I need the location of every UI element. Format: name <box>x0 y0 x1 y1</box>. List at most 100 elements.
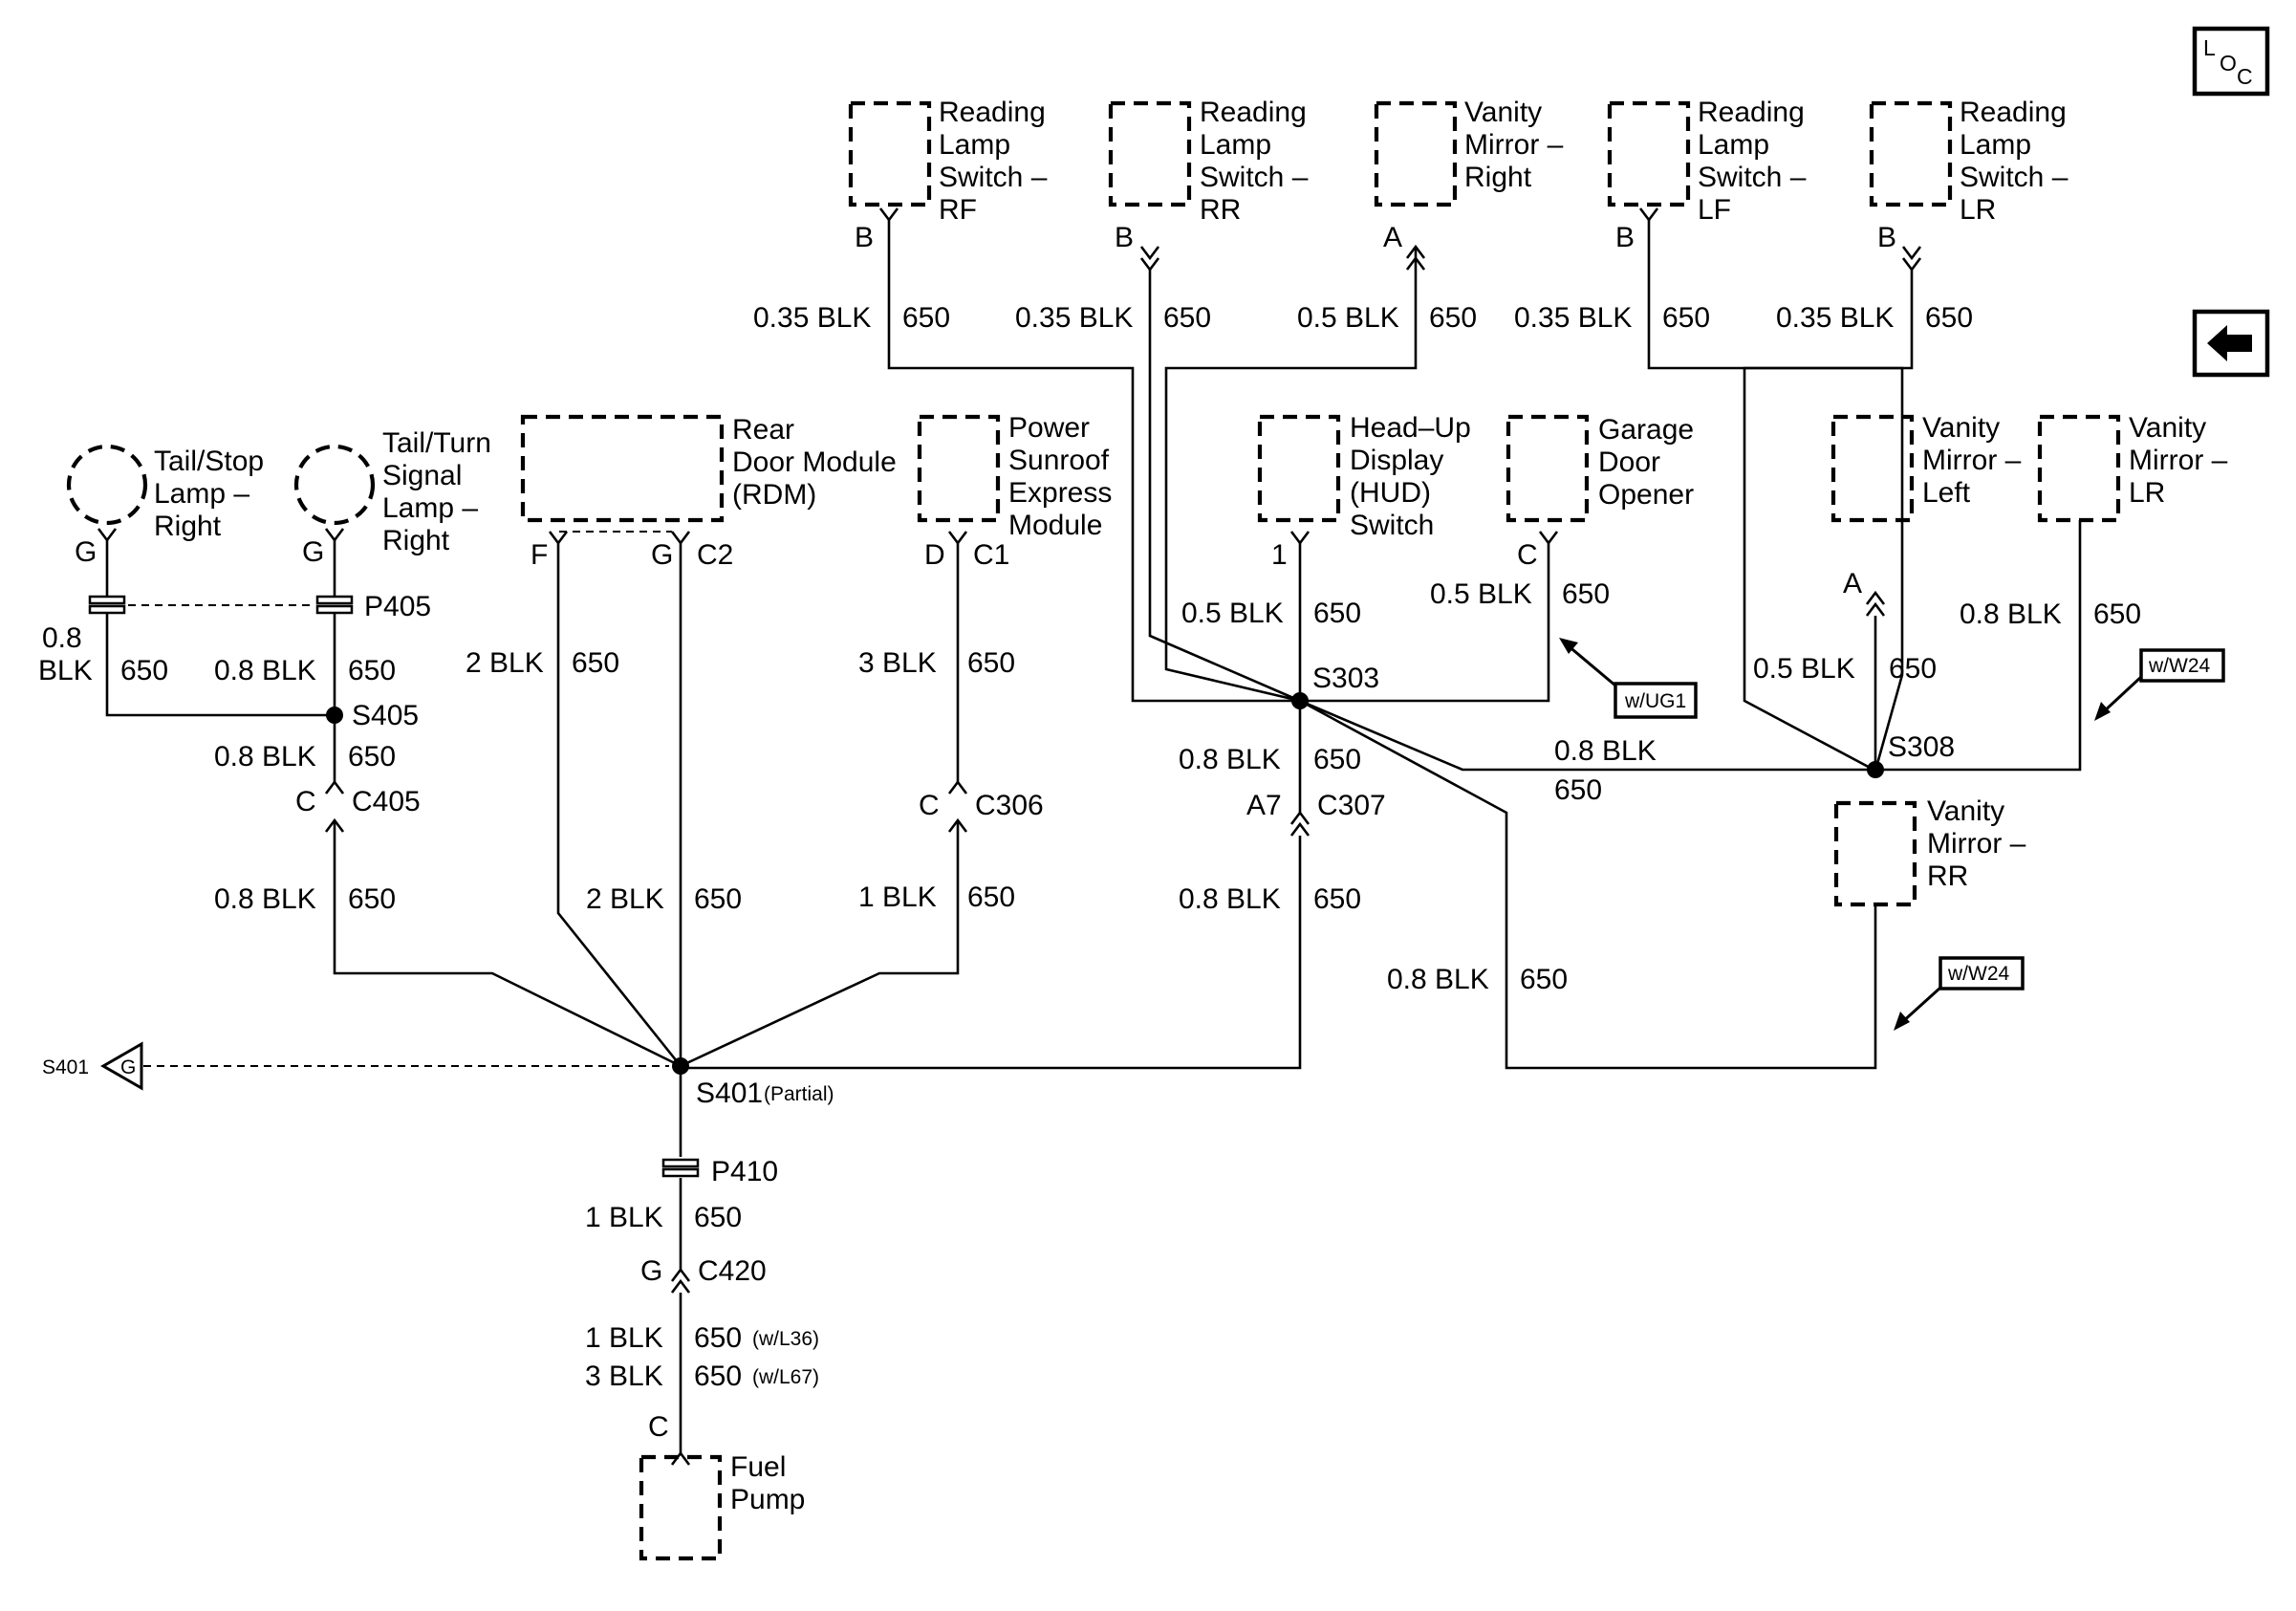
svg-text:Vanity Mirror – Le: Vanity Mirror – Left <box>1922 412 2029 509</box>
svg-text:Tail/Stop Lamp – R: Tail/Stop Lamp – Right <box>154 446 271 542</box>
svg-text:w/UG1: w/UG1 <box>1624 690 1686 712</box>
svg-text:650: 650 <box>572 647 619 679</box>
note-w24-a: w/W24 <box>2094 648 2225 721</box>
svg-text:650: 650 <box>694 883 742 915</box>
svg-text:650: 650 <box>1313 883 1361 915</box>
svg-text:650: 650 <box>1662 302 1710 334</box>
svg-text:0.8: 0.8 <box>42 622 82 654</box>
svg-text:C: C <box>919 790 940 821</box>
left-arrow-icon <box>2207 325 2252 361</box>
svg-text:Power Sunroof Expr: Power Sunroof Express Module <box>1008 412 1120 541</box>
wire-vr <box>1164 247 1418 703</box>
connector-p405: P405 <box>88 591 431 622</box>
svg-text:C: C <box>295 786 316 817</box>
svg-text:C2: C2 <box>697 539 733 571</box>
wire-garage <box>1300 543 1550 703</box>
pin-rr: B <box>1115 222 1134 253</box>
svg-text:Reading Lamp Switc: Reading Lamp Switch – LR <box>1960 97 2076 226</box>
svg-text:650: 650 <box>902 302 950 334</box>
fuel-pump: C Fuel Pump <box>639 1411 805 1561</box>
wire-labels-top: 0.35 BLK 650 0.35 BLK 650 0.5 BLK 650 0.… <box>753 302 1973 334</box>
note-ug1: w/UG1 <box>1559 638 1698 719</box>
s401-reference[interactable]: S401 G <box>42 1041 669 1091</box>
svg-text:Tail/Turn Signal L: Tail/Turn Signal Lamp – Right <box>382 427 499 556</box>
svg-text:0.8 BLK: 0.8 BLK <box>1179 744 1281 775</box>
back-button[interactable] <box>2192 309 2270 378</box>
reading-lamp-switch-lr: Reading Lamp Switch – LR B <box>1869 97 2076 272</box>
svg-text:Reading Lamp Switc: Reading Lamp Switch – RF <box>939 97 1055 226</box>
reading-lamp-switch-lf: Reading Lamp Switch – LF B <box>1607 97 1807 253</box>
pin-tail-stop: G <box>75 536 97 568</box>
svg-text:3 BLK: 3 BLK <box>585 1361 663 1392</box>
svg-text:D: D <box>924 539 945 571</box>
svg-text:C307: C307 <box>1317 790 1386 821</box>
svg-text:Vanity Mirror – LR: Vanity Mirror – LR <box>2129 412 2236 509</box>
svg-text:w/W24: w/W24 <box>1947 963 2010 985</box>
connector-c307: A7 C307 <box>1246 790 1386 837</box>
svg-text:C306: C306 <box>975 790 1044 821</box>
svg-text:650: 650 <box>348 741 396 773</box>
svg-text:650: 650 <box>1554 774 1602 806</box>
svg-text:650: 650 <box>2093 599 2141 630</box>
wire-tail-stop <box>105 540 335 717</box>
svg-text:650: 650 <box>1925 302 1973 334</box>
svg-text:Vanity Mirror – RR: Vanity Mirror – RR <box>1927 795 2034 892</box>
svg-text:650: 650 <box>967 647 1015 679</box>
connector-c405: C C405 <box>295 779 421 833</box>
svg-text:G: G <box>120 1056 136 1078</box>
wire-lr <box>1743 270 1914 773</box>
svg-text:P405: P405 <box>364 591 431 622</box>
svg-text:G: G <box>640 1255 662 1287</box>
svg-text:BLK: BLK <box>38 655 93 686</box>
svg-text:S401: S401 <box>42 1056 89 1078</box>
vanity-mirror-right: Vanity Mirror – Right A <box>1374 97 1571 271</box>
svg-text:0.35 BLK: 0.35 BLK <box>1015 302 1133 334</box>
svg-text:650: 650 <box>694 1322 742 1354</box>
svg-text:0.35 BLK: 0.35 BLK <box>753 302 871 334</box>
svg-text:650: 650 <box>967 882 1015 913</box>
svg-text:C420: C420 <box>698 1255 767 1287</box>
svg-text:650: 650 <box>1562 578 1610 610</box>
loc-c-letter: C <box>2237 64 2253 89</box>
svg-text:0.5 BLK: 0.5 BLK <box>1181 598 1284 629</box>
wire-labels-left: 0.8 BLK 650 0.8 BLK 650 0.8 BLK 650 0.8 … <box>38 622 396 915</box>
reading-lamp-switch-rf: Reading Lamp Switch – RF B <box>848 97 1055 253</box>
svg-text:P410: P410 <box>711 1156 778 1187</box>
svg-text:G: G <box>651 539 673 571</box>
svg-text:Garage Door Opener: Garage Door Opener <box>1598 414 1701 511</box>
splice-s405 <box>326 707 343 724</box>
svg-text:S303: S303 <box>1312 663 1379 694</box>
svg-text:1 BLK: 1 BLK <box>585 1322 663 1354</box>
svg-text:Reading Lamp Switc: Reading Lamp Switch – RR <box>1200 97 1316 226</box>
loc-o-letter: O <box>2220 51 2237 76</box>
svg-text:0.8 BLK: 0.8 BLK <box>214 655 316 686</box>
vanity-mirror-lr: Vanity Mirror – LR <box>2037 412 2236 523</box>
svg-text:C405: C405 <box>352 786 421 817</box>
rear-door-module: Rear Door Module (RDM) F G C2 <box>520 414 904 571</box>
svg-text:Rear Door Module (: Rear Door Module (RDM) <box>732 414 904 511</box>
svg-text:C: C <box>1517 539 1538 571</box>
svg-text:1 BLK: 1 BLK <box>858 882 937 913</box>
connector-c420: G C420 <box>640 1255 767 1294</box>
garage-door-opener: Garage Door Opener C <box>1505 414 1701 571</box>
pin-tail-turn: G <box>302 536 324 568</box>
svg-text:0.8 BLK: 0.8 BLK <box>214 741 316 773</box>
svg-text:Head–Up Display (H: Head–Up Display (HUD) Switch <box>1350 412 1479 541</box>
svg-text:2 BLK: 2 BLK <box>586 883 664 915</box>
svg-text:650: 650 <box>1313 598 1361 629</box>
note-w24-b: w/W24 <box>1894 956 2025 1031</box>
pin-lf: B <box>1615 222 1635 253</box>
vanity-mirror-rr: Vanity Mirror – RR <box>1833 795 2034 907</box>
svg-text:0.5 BLK: 0.5 BLK <box>1430 578 1532 610</box>
svg-text:2 BLK: 2 BLK <box>466 647 544 679</box>
reading-lamp-switch-rr: Reading Lamp Switch – RR B <box>1108 97 1316 272</box>
svg-text:0.8 BLK: 0.8 BLK <box>1960 599 2062 630</box>
svg-text:C1: C1 <box>973 539 1009 571</box>
svg-text:650: 650 <box>1313 744 1361 775</box>
locator-button[interactable]: L O C <box>2192 26 2270 97</box>
tail-stop-lamp-right: Tail/Stop Lamp – Right G <box>66 444 271 568</box>
svg-text:(Partial): (Partial) <box>764 1083 834 1105</box>
head-up-display-switch: Head–Up Display (HUD) Switch 1 <box>1257 412 1479 571</box>
svg-text:Vanity Mirror – Ri: Vanity Mirror – Right <box>1464 97 1571 193</box>
svg-text:S401: S401 <box>696 1078 763 1109</box>
